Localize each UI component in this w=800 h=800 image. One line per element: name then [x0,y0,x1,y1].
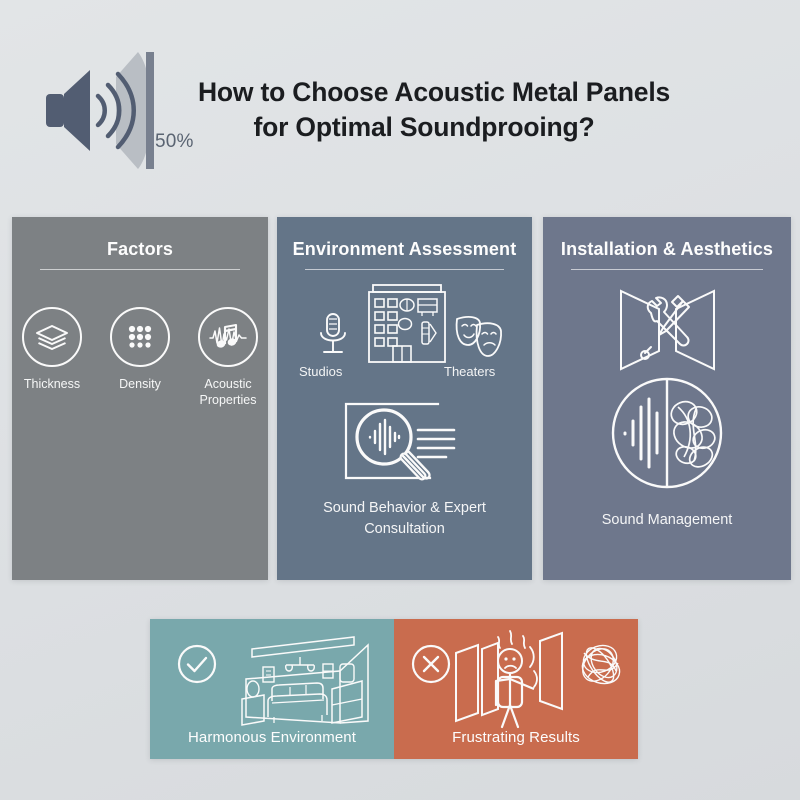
panel-environment-caption: Sound Behavior & Expert Consultation [291,498,518,539]
magnifier-waveform-document-icon [342,400,467,490]
theater-masks-icon [453,313,505,366]
page-title: How to Choose Acoustic Metal Panels for … [198,75,671,145]
panel-environment-assessment: Environment Assessment Studios [277,217,532,580]
factor-acoustic-label-line2: Properties [199,393,257,408]
outcome-frustrating-label: Frustrating Results [452,729,580,746]
outcomes-bar: Harmonous Environment [150,619,638,759]
panel-installation-caption: Sound Management [601,512,733,528]
check-circle-icon [176,643,218,690]
factor-density: Density [104,307,176,409]
factor-density-label: Density [119,377,161,391]
volume-percentage-label: 50% [155,131,194,152]
panel-installation-aesthetics: Installation & Aesthetics [543,217,791,580]
factor-acoustic-label: Acoustic Properties [200,376,257,409]
header: 50% How to Choose Acoustic Metal Panels … [0,0,800,200]
panel-factors-divider [40,269,240,270]
outcome-harmonous-label: Harmonous Environment [187,729,356,746]
theaters-label: Theaters [444,364,496,379]
factor-acoustic-label-line1: Acoustic [204,377,252,391]
music-note-waveform-icon [198,307,258,367]
factor-thickness-label: Thickness [23,377,81,391]
panel-environment-caption-line1: Sound Behavior & Expert [323,500,486,516]
factor-thickness: Thickness [16,307,88,409]
panel-installation-title: Installation & Aesthetics [560,239,774,259]
page-title-line-2: for Optimal Soundprooing? [253,111,595,142]
microphone-icon [313,310,353,367]
panel-factors-title: Factors [106,239,174,259]
layers-icon [22,307,82,367]
studios-label: Studios [299,364,343,379]
speaker-volume-icon [38,48,213,173]
page-title-line-1: How to Choose Acoustic Metal Panels [198,77,671,107]
factor-acoustic-properties: Acoustic Properties [192,307,264,409]
panel-factors: Factors Thickness [12,217,268,580]
panel-environment-title: Environment Assessment [292,239,517,259]
panel-environment-caption-line2: Consultation [364,520,445,537]
split-circle-waveform-noise-icon [600,377,734,494]
office-building-icon [367,284,447,371]
panel-environment-divider [305,269,504,270]
dot-grid-icon [110,307,170,367]
x-circle-icon [410,643,452,690]
outcome-harmonous: Harmonous Environment [150,619,394,759]
frustrated-person-panels-icon [452,627,567,737]
noise-scribble-icon [574,637,626,698]
outcome-frustrating: Frustrating Results [394,619,638,759]
panel-installation-divider [571,269,763,270]
panels-wrench-screwdriver-icon [615,285,720,378]
factors-list: Thickness Density [12,307,268,409]
living-room-icon [228,631,378,736]
